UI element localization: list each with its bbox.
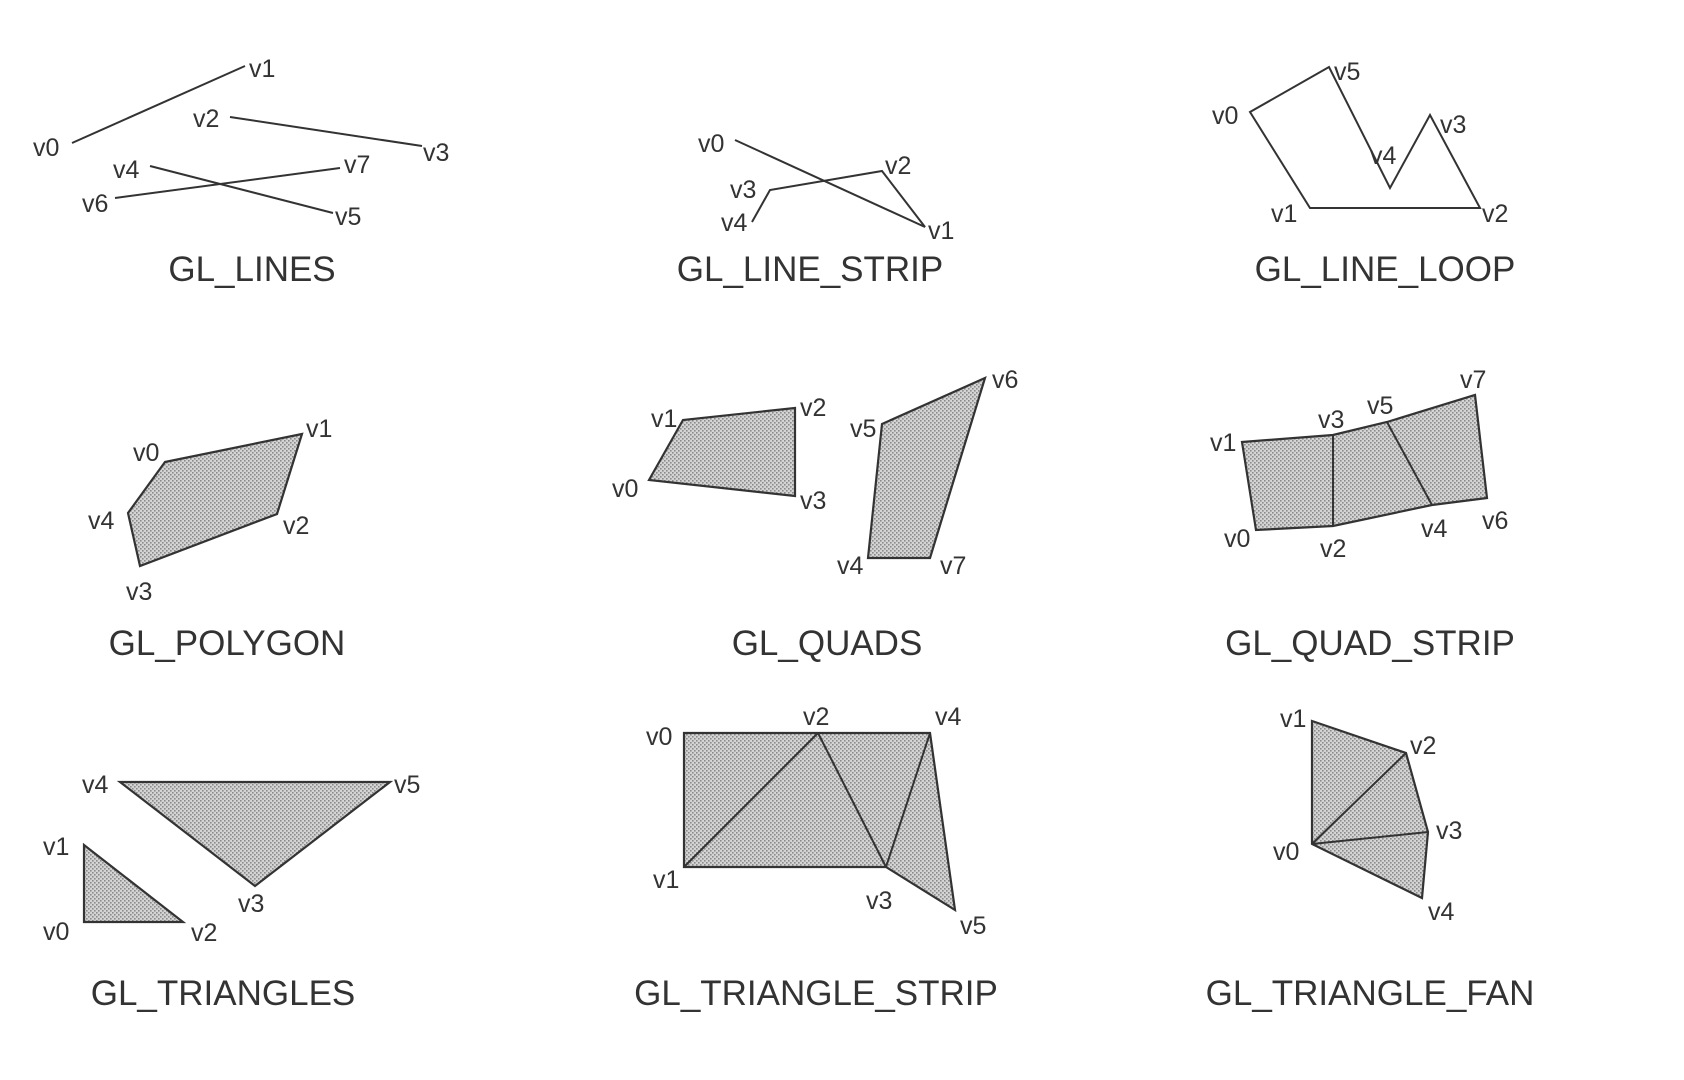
line-segment-v0-v1 <box>71 65 246 144</box>
quad-strip-shape <box>1240 393 1489 532</box>
panel-gl-quad-strip: v0 v1 v2 v3 v4 v5 v6 v7 GL_QUAD_STRIP <box>1210 366 1515 663</box>
vertex-label: v3 <box>1436 817 1462 845</box>
vertex-label: v0 <box>646 723 672 751</box>
panel-gl-lines: v0 v1 v2 v3 v4 v5 v6 v7 GL_LINES <box>33 55 449 289</box>
line-segment-v2-v3 <box>229 116 423 147</box>
vertex-label: v2 <box>1320 535 1346 563</box>
vertex-label: v5 <box>960 912 986 940</box>
vertex-label: v4 <box>82 771 109 799</box>
triangle-strip-shape <box>682 731 957 913</box>
vertex-label: v2 <box>191 919 217 947</box>
triangle-shape <box>82 842 187 924</box>
vertex-label: v0 <box>1273 838 1299 866</box>
vertex-label: v0 <box>33 134 59 162</box>
vertex-label: v3 <box>126 578 152 606</box>
triangle-strip-edge-v1-v2 <box>683 732 819 868</box>
panel-gl-line-strip: v0 v1 v2 v3 v4 GL_LINE_STRIP <box>677 130 955 289</box>
vertex-label: v1 <box>249 55 275 83</box>
panel-title: GL_LINE_LOOP <box>1255 250 1516 289</box>
panel-gl-triangle-fan: v0 v1 v2 v3 v4 GL_TRIANGLE_FAN <box>1206 705 1535 1013</box>
triangle-strip-edge-v3-v4 <box>885 732 931 868</box>
vertex-label: v3 <box>238 890 264 918</box>
vertex-label: v7 <box>940 552 966 580</box>
panel-gl-triangle-strip: v0 v1 v2 v3 v4 v5 GL_TRIANGLE_STRIP <box>634 703 998 1013</box>
vertex-label: v1 <box>1271 200 1297 228</box>
vertex-label: v3 <box>730 176 756 204</box>
vertex-label: v4 <box>1421 515 1448 543</box>
vertex-label: v2 <box>283 512 309 540</box>
panel-gl-polygon: v0 v1 v2 v3 v4 GL_POLYGON <box>88 415 345 663</box>
vertex-label: v3 <box>423 139 449 167</box>
vertex-label: v3 <box>1318 406 1344 434</box>
vertex-label: v1 <box>651 405 677 433</box>
vertex-label: v1 <box>653 866 679 894</box>
vertex-label: v4 <box>88 507 115 535</box>
vertex-label: v5 <box>1334 58 1360 86</box>
vertex-label: v2 <box>885 152 911 180</box>
vertex-label: v2 <box>193 105 219 133</box>
vertex-label: v1 <box>1210 429 1236 457</box>
triangle-strip-edge-v2-v3 <box>817 732 887 868</box>
panel-title: GL_QUAD_STRIP <box>1225 624 1515 663</box>
triangle-fan-edge-v0-v2 <box>1311 752 1407 845</box>
line-segment-v4-v5 <box>149 165 334 214</box>
vertex-label: v1 <box>43 833 69 861</box>
vertex-label: v4 <box>837 552 864 580</box>
vertex-label: v6 <box>82 190 108 218</box>
vertex-label: v0 <box>612 475 638 503</box>
panel-gl-line-loop: v0 v1 v2 v3 v4 v5 GL_LINE_LOOP <box>1212 58 1515 289</box>
line-loop-path <box>1248 65 1482 209</box>
vertex-label: v0 <box>43 918 69 946</box>
quad-shape <box>866 376 987 560</box>
panel-title: GL_LINES <box>168 250 335 289</box>
polygon-shape <box>126 432 304 568</box>
vertex-label: v2 <box>800 394 826 422</box>
vertex-label: v7 <box>1460 366 1486 394</box>
triangle-fan-shape <box>1310 719 1430 900</box>
vertex-label: v2 <box>803 703 829 731</box>
panel-title: GL_TRIANGLE_FAN <box>1206 974 1535 1013</box>
vertex-label: v6 <box>1482 507 1508 535</box>
vertex-label: v1 <box>928 217 954 245</box>
panel-title: GL_TRIANGLES <box>91 974 356 1013</box>
vertex-label: v4 <box>1428 898 1455 926</box>
vertex-label: v3 <box>1440 111 1466 139</box>
vertex-label: v3 <box>800 487 826 515</box>
vertex-label: v6 <box>992 366 1018 394</box>
vertex-label: v2 <box>1410 732 1436 760</box>
vertex-label: v2 <box>1482 200 1508 228</box>
triangle-shape <box>116 780 394 888</box>
vertex-label: v5 <box>1367 392 1393 420</box>
panel-gl-triangles: v0 v1 v2 v3 v4 v5 GL_TRIANGLES <box>43 771 420 1013</box>
vertex-label: v5 <box>850 415 876 443</box>
panel-title: GL_LINE_STRIP <box>677 250 944 289</box>
vertex-label: v0 <box>698 130 724 158</box>
vertex-label: v7 <box>344 151 370 179</box>
vertex-label: v1 <box>306 415 332 443</box>
vertex-label: v4 <box>1370 142 1397 170</box>
vertex-label: v0 <box>1224 525 1250 553</box>
panel-title: GL_POLYGON <box>109 624 346 663</box>
vertex-label: v0 <box>1212 102 1238 130</box>
line-strip-path <box>734 139 926 228</box>
vertex-label: v1 <box>1280 705 1306 733</box>
vertex-label: v4 <box>113 156 140 184</box>
vertex-label: v3 <box>866 887 892 915</box>
panel-gl-quads: v0 v1 v2 v3 v4 v5 v6 v7 GL_QUADS <box>612 366 1018 663</box>
vertex-label: v4 <box>721 209 748 237</box>
vertex-label: v4 <box>935 703 962 731</box>
panel-title: GL_TRIANGLE_STRIP <box>634 974 998 1013</box>
panel-title: GL_QUADS <box>732 624 923 663</box>
vertex-label: v5 <box>335 203 361 231</box>
vertex-label: v0 <box>133 439 159 467</box>
triangle-fan-edge-v0-v3 <box>1311 831 1429 845</box>
quad-shape <box>647 406 797 498</box>
vertex-label: v5 <box>394 771 420 799</box>
line-segment-v6-v7 <box>114 167 341 199</box>
quad-strip-edge-v4-v5 <box>1386 421 1433 506</box>
